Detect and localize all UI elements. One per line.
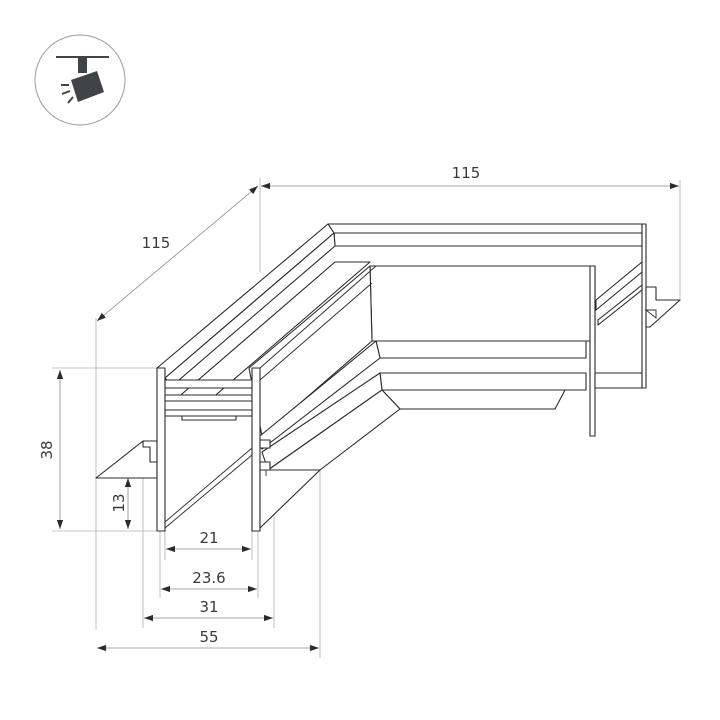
dimension-label-overall-width: 55	[199, 628, 218, 646]
dimension-label-inner-width: 21	[199, 529, 218, 547]
corner-profile	[95, 223, 681, 532]
dimension-height-total: 38	[38, 367, 165, 532]
dimension-label-diagonal: 115	[142, 234, 171, 252]
dimension-widths: 21 23.6 31 55	[97, 470, 321, 658]
dimension-label-height-flange: 13	[110, 493, 128, 512]
dimension-label-height-total: 38	[38, 440, 56, 459]
dimension-height-flange: 13	[110, 478, 132, 529]
ceiling-track-spotlight-icon	[34, 34, 126, 126]
dimension-label-horizontal: 115	[452, 164, 481, 182]
dimension-horizontal-length: 115	[261, 164, 681, 300]
dimension-label-body-width: 31	[199, 598, 218, 616]
dimension-diagonal-length: 115	[95, 178, 261, 630]
dimension-label-channel-width: 23.6	[192, 569, 225, 587]
